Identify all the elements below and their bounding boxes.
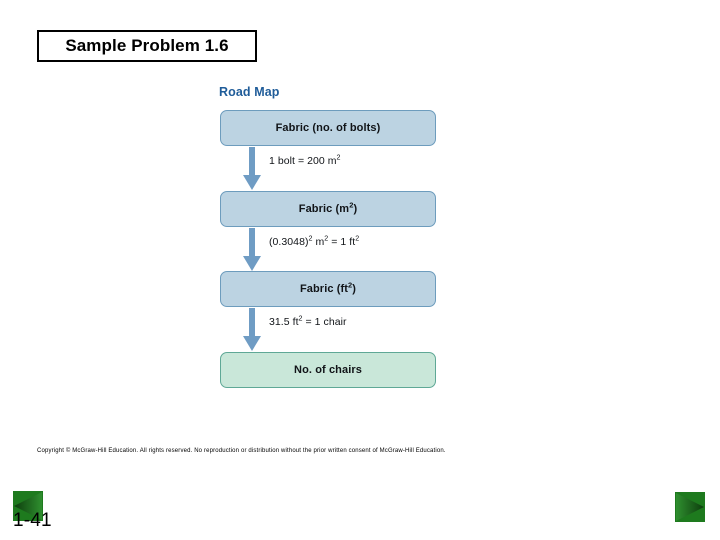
roadmap-heading: Road Map — [219, 85, 280, 99]
flow-box-label: No. of chairs — [294, 364, 362, 376]
flow-box-label: Fabric (ft2) — [299, 280, 357, 295]
page-title: Sample Problem 1.6 — [65, 36, 229, 55]
down-arrow-icon — [241, 228, 263, 272]
page-number: 1-41 — [13, 510, 52, 531]
flow-box-label: Fabric (m2) — [298, 200, 358, 215]
flow-box-fabric-m2: Fabric (m2) — [220, 191, 436, 227]
flow-box-no-of-chairs: No. of chairs — [220, 352, 436, 388]
slide-title-box: Sample Problem 1.6 — [37, 30, 257, 62]
flow-box-fabric-bolts: Fabric (no. of bolts) — [220, 110, 436, 146]
conversion-label-ft2-to-chairs: 31.5 ft2 = 1 chair — [269, 314, 347, 328]
conversion-label-bolts-to-m2: 1 bolt = 200 m2 — [269, 153, 341, 167]
down-arrow-icon — [241, 308, 263, 352]
conversion-label-m2-to-ft2: (0.3048)2 m2 = 1 ft2 — [269, 234, 360, 248]
green-triangle-left-icon — [13, 491, 43, 521]
copyright-notice: Copyright © McGraw-Hill Education. All r… — [37, 448, 446, 454]
down-arrow-icon — [241, 147, 263, 191]
green-triangle-right-icon — [675, 492, 705, 522]
flow-box-fabric-ft2: Fabric (ft2) — [220, 271, 436, 307]
flow-box-label: Fabric (no. of bolts) — [275, 122, 381, 134]
roadmap-diagram: Road Map Fabric (no. of bolts) 1 bolt = … — [219, 85, 469, 397]
